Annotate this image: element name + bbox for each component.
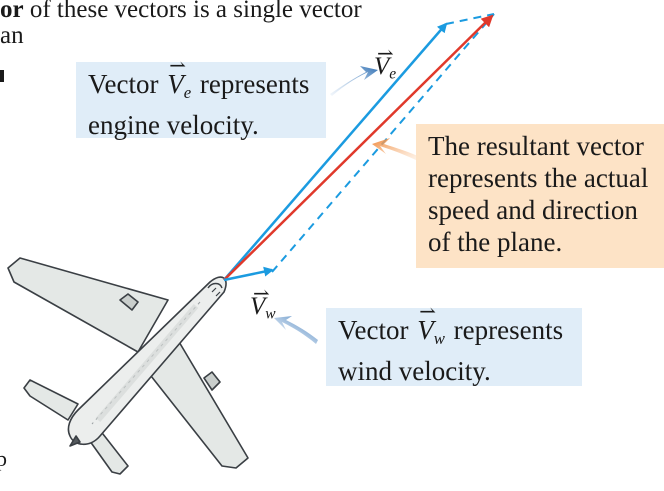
engine-callout-line1: Vector ⇀Ve represents xyxy=(88,68,316,109)
resultant-pointer-arrow xyxy=(372,138,422,162)
wind-pointer-arrow xyxy=(274,316,318,344)
wind-callout-prefix: Vector xyxy=(338,315,408,345)
engine-pointer-arrow xyxy=(330,66,378,96)
resultant-callout-line2: represents the actual xyxy=(428,162,654,194)
resultant-callout-line3: speed and direction xyxy=(428,194,654,226)
engine-callout: Vector ⇀Ve represents engine velocity. xyxy=(76,62,326,138)
engine-callout-symbol-sub: e xyxy=(184,83,191,102)
engine-vector-sub: e xyxy=(389,66,396,83)
wind-callout-suffix: represents xyxy=(454,315,563,345)
wind-callout: Vector ⇀Vw represents wind velocity. xyxy=(326,308,582,386)
engine-vector-label: ⇀Ve xyxy=(374,54,396,87)
engine-callout-line2: engine velocity. xyxy=(88,109,316,141)
vector-hat-icon: ⇀ xyxy=(419,302,436,322)
vector-hat-icon: ⇀ xyxy=(253,282,270,307)
engine-callout-symbol: ⇀Ve xyxy=(167,68,191,109)
wind-callout-line2: wind velocity. xyxy=(338,355,572,387)
vector-hat-icon: ⇀ xyxy=(377,42,394,67)
resultant-callout: The resultant vector represents the actu… xyxy=(416,124,664,268)
engine-callout-prefix: Vector xyxy=(88,69,158,99)
wind-callout-symbol: ⇀Vw xyxy=(417,314,445,355)
vector-hat-icon: ⇀ xyxy=(169,56,186,76)
wind-callout-line1: Vector ⇀Vw represents xyxy=(338,314,572,355)
airplane-icon xyxy=(8,258,248,474)
wind-callout-symbol-sub: w xyxy=(434,329,445,348)
resultant-callout-line1: The resultant vector xyxy=(428,130,654,162)
wind-vector-sub: w xyxy=(265,306,275,323)
wind-vector-label: ⇀Vw xyxy=(250,294,276,327)
engine-callout-suffix: represents xyxy=(200,69,309,99)
resultant-callout-line4: of the plane. xyxy=(428,226,654,258)
